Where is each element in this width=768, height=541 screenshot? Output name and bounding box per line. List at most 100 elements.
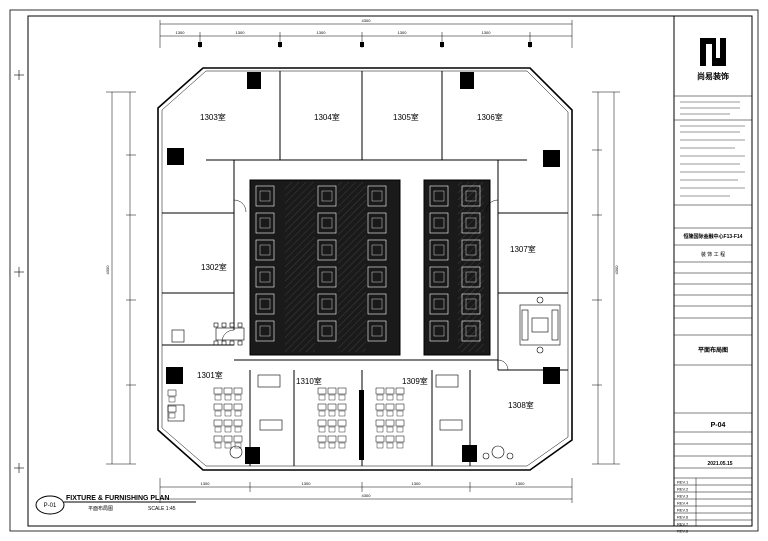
core-cell <box>429 239 449 261</box>
core-cell-inner <box>465 217 477 229</box>
core-cell <box>461 212 481 234</box>
chair <box>214 410 222 417</box>
core-cell <box>255 212 275 234</box>
chair <box>234 426 242 433</box>
room-label-1301: 1301室 <box>197 370 223 380</box>
core-cell <box>461 293 481 315</box>
core-cell <box>317 185 337 207</box>
desk <box>337 387 347 395</box>
top-total-dimension: 4300 <box>362 18 372 23</box>
chair <box>328 442 336 449</box>
core-cell-inner <box>433 325 445 337</box>
chair <box>386 442 394 449</box>
desk <box>385 387 395 395</box>
core-cell <box>255 266 275 288</box>
chair <box>376 426 384 433</box>
core-cell <box>367 212 387 234</box>
chair <box>338 442 346 449</box>
core-cells <box>255 185 481 342</box>
core-cell-inner <box>259 298 271 310</box>
core-cell-inner <box>259 244 271 256</box>
chair <box>214 426 222 433</box>
core-cell-inner <box>371 244 383 256</box>
top-segment-3: 1300 <box>398 30 408 35</box>
title-block-lines <box>674 95 752 526</box>
desk <box>233 387 243 395</box>
project-name: 恒隆国际金融中心F13-F14 <box>684 233 743 240</box>
lounge-set-1307 <box>519 296 561 354</box>
revision-label: REV.6 <box>677 515 689 520</box>
plan-scale: SCALE 1:45 <box>148 506 176 512</box>
left-total-dimension: 4300 <box>105 265 110 275</box>
core-cell <box>461 320 481 342</box>
room-label-1305: 1305室 <box>393 112 419 122</box>
top-segment-2: 1300 <box>317 30 327 35</box>
chair <box>376 410 384 417</box>
right-total-dimension: 4300 <box>614 265 619 275</box>
chair <box>386 394 394 401</box>
title-block-notes <box>680 101 745 197</box>
core-cell-inner <box>371 298 383 310</box>
desk <box>375 387 385 395</box>
desk <box>233 435 243 443</box>
core-cell-inner <box>433 244 445 256</box>
core-cell-inner <box>371 190 383 202</box>
building-outline <box>157 67 573 471</box>
company-logo <box>700 38 726 66</box>
core-cell <box>317 320 337 342</box>
room-label-1308: 1308室 <box>508 400 534 410</box>
core-cell-inner <box>371 325 383 337</box>
bottom-segment-4: 1300 <box>516 481 526 486</box>
desk <box>167 389 177 397</box>
desk <box>213 387 223 395</box>
chair <box>168 412 176 419</box>
core-cell <box>429 212 449 234</box>
core-cell-inner <box>371 271 383 283</box>
desk <box>385 435 395 443</box>
company-name: 尚易装饰 <box>697 71 729 81</box>
office-desks <box>167 374 514 460</box>
core-cell <box>317 293 337 315</box>
revision-label: REV.7 <box>677 522 689 527</box>
chair <box>376 394 384 401</box>
desk <box>213 403 223 411</box>
core-cell <box>367 320 387 342</box>
structural-columns <box>166 72 560 464</box>
core-cell-inner <box>321 298 333 310</box>
core-cell-inner <box>433 217 445 229</box>
core-cell <box>429 320 449 342</box>
right-dimensions <box>592 91 620 465</box>
left-dimensions <box>106 91 136 465</box>
chair <box>318 426 326 433</box>
core-cell <box>367 239 387 261</box>
room-label-1306: 1306室 <box>477 112 503 122</box>
desk <box>337 419 347 427</box>
core-cell <box>367 185 387 207</box>
core-cell-inner <box>465 244 477 256</box>
core-cell-inner <box>371 217 383 229</box>
desk <box>223 419 233 427</box>
core-cell-inner <box>433 190 445 202</box>
core-cell <box>429 266 449 288</box>
plan-subtitle: 平面布局图 <box>88 505 113 512</box>
room-label-1307: 1307室 <box>510 244 536 254</box>
revision-label: REV.5 <box>677 508 689 513</box>
chair <box>318 410 326 417</box>
desk <box>233 403 243 411</box>
room-partitions <box>162 71 568 466</box>
core-cell-inner <box>465 190 477 202</box>
desk <box>375 435 385 443</box>
chair <box>376 442 384 449</box>
core-cell-inner <box>433 298 445 310</box>
core-cell-inner <box>259 325 271 337</box>
bottom-segment-1: 1300 <box>201 481 211 486</box>
desk <box>317 387 327 395</box>
chair <box>338 410 346 417</box>
revision-label: REV.1 <box>677 480 689 485</box>
drawing-number: P-04 <box>711 422 726 429</box>
column-grid-markers <box>198 42 532 47</box>
chair <box>234 442 242 449</box>
drawing-title: 平面布局图 <box>698 346 728 354</box>
core-cell-inner <box>259 217 271 229</box>
room-label-1302: 1302室 <box>201 262 227 272</box>
